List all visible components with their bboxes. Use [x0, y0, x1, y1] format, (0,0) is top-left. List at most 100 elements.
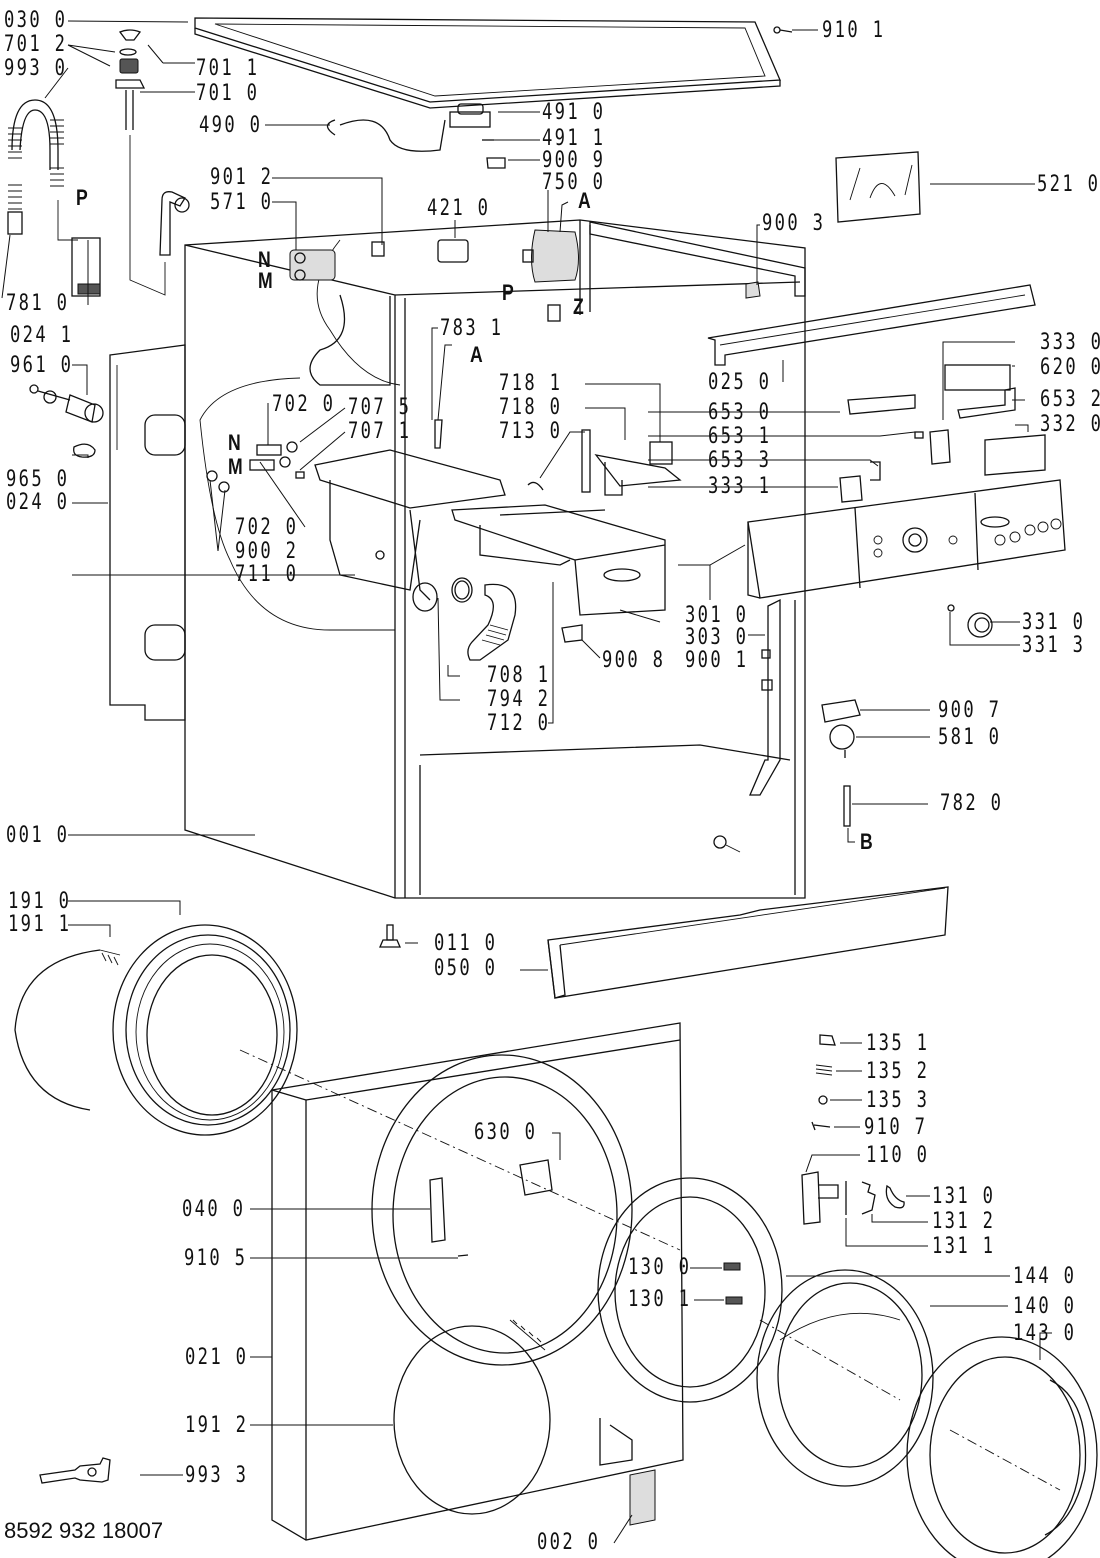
top-lid [194, 17, 781, 109]
part-label: 143 0 [1013, 1321, 1077, 1346]
part-label: 653 1 [708, 424, 772, 449]
service-tool [39, 1457, 111, 1484]
part-label: 191 0 [8, 889, 72, 914]
part-label: 011 0 [434, 931, 498, 956]
connection-letter-b: B [860, 829, 873, 854]
part-label: 711 0 [235, 562, 299, 587]
part-label: 135 1 [866, 1031, 930, 1056]
front-panel [239, 1022, 684, 1541]
part-label: 653 0 [708, 400, 772, 425]
pipe-783-1 [434, 419, 591, 493]
part-label: 900 7 [938, 698, 1002, 723]
adjustable-foot [379, 924, 401, 948]
part-label: 130 0 [628, 1255, 692, 1280]
part-label: 024 0 [6, 490, 70, 515]
connection-letter-a: A [578, 188, 591, 213]
part-label: 002 0 [537, 1530, 601, 1555]
pressure-switch [821, 699, 861, 758]
door-hinge-lock [429, 1159, 553, 1351]
part-label: 050 0 [434, 956, 498, 981]
part-label: 782 0 [940, 791, 1004, 816]
part-label: 131 0 [932, 1184, 996, 1209]
part-label: 024 1 [10, 323, 74, 348]
dispenser-cap-parts [115, 29, 166, 296]
connection-letter-m: M [258, 268, 273, 293]
part-label: 910 5 [184, 1246, 248, 1271]
part-label: 144 0 [1013, 1264, 1077, 1289]
console-components [839, 364, 1046, 503]
door-inner-frame [597, 1177, 783, 1403]
part-label: 333 0 [1040, 330, 1100, 355]
part-label: 191 1 [8, 912, 72, 937]
connection-letter-p: P [76, 185, 88, 210]
part-label: 713 0 [499, 419, 563, 444]
door-handle-parts [801, 1171, 905, 1225]
part-label: 491 1 [542, 126, 606, 151]
part-label: 191 2 [185, 1413, 249, 1438]
part-label: 333 1 [708, 474, 772, 499]
part-label: 131 2 [932, 1209, 996, 1234]
document-number: 8592 932 18007 [4, 1518, 164, 1543]
wiring-harness [749, 598, 781, 796]
small-fasteners [811, 1034, 836, 1131]
part-label: 701 0 [196, 81, 260, 106]
rear-rail [589, 221, 806, 299]
part-label: 130 1 [628, 1287, 692, 1312]
filter-and-pump [371, 229, 579, 322]
part-label: 701 2 [4, 32, 68, 57]
part-label: 021 0 [185, 1345, 249, 1370]
part-label: 702 0 [235, 515, 299, 540]
part-label: 718 0 [499, 395, 563, 420]
part-label: 910 7 [864, 1115, 928, 1140]
part-label: 581 0 [938, 725, 1002, 750]
door-seal [14, 924, 298, 1136]
part-label: 718 1 [499, 371, 563, 396]
part-label: 491 0 [542, 100, 606, 125]
part-label: 910 1 [822, 18, 886, 43]
console-rail [707, 284, 1036, 366]
dispenser-hose [451, 577, 517, 661]
rod-782-0 [843, 785, 851, 827]
control-board [835, 151, 921, 223]
inlet-hose-valve [159, 191, 190, 256]
cabinet-frame [184, 219, 806, 899]
connection-letter-m: M [228, 454, 243, 479]
part-label: 131 1 [932, 1234, 996, 1259]
part-label: 993 3 [185, 1463, 249, 1488]
drain-hose [1, 99, 101, 299]
part-label: 135 3 [866, 1088, 930, 1113]
part-label: 901 2 [210, 165, 274, 190]
door-glass [756, 1269, 934, 1487]
part-label: 301 0 [685, 603, 749, 628]
part-label: 707 1 [348, 419, 412, 444]
part-label: 490 0 [199, 113, 263, 138]
part-label: 900 2 [235, 539, 299, 564]
power-cable [326, 103, 506, 169]
part-label: 331 0 [1022, 610, 1086, 635]
part-label: 630 0 [474, 1120, 538, 1145]
part-label: 653 3 [708, 448, 772, 473]
part-label: 110 0 [866, 1143, 930, 1168]
part-label: 521 0 [1037, 172, 1100, 197]
part-label: 025 0 [708, 370, 772, 395]
connection-letter-p: P [502, 280, 514, 305]
part-label: 140 0 [1013, 1294, 1077, 1319]
part-label: 701 1 [196, 56, 260, 81]
part-label: 900 9 [542, 148, 606, 173]
part-label: 653 2 [1040, 387, 1100, 412]
side-panel [109, 344, 186, 721]
connector-900-8 [561, 624, 583, 643]
valve-parts [206, 441, 305, 493]
part-label: 794 2 [487, 687, 551, 712]
part-label: 030 0 [4, 8, 68, 33]
connection-letter-n: N [228, 430, 241, 455]
detergent-drawer [451, 504, 666, 616]
part-label: 040 0 [182, 1197, 246, 1222]
dispenser-housing [314, 449, 506, 612]
screw-910-1 [773, 26, 793, 34]
part-label: 712 0 [487, 711, 551, 736]
part-label: 332 0 [1040, 412, 1100, 437]
connection-letter-n: N [258, 247, 271, 272]
